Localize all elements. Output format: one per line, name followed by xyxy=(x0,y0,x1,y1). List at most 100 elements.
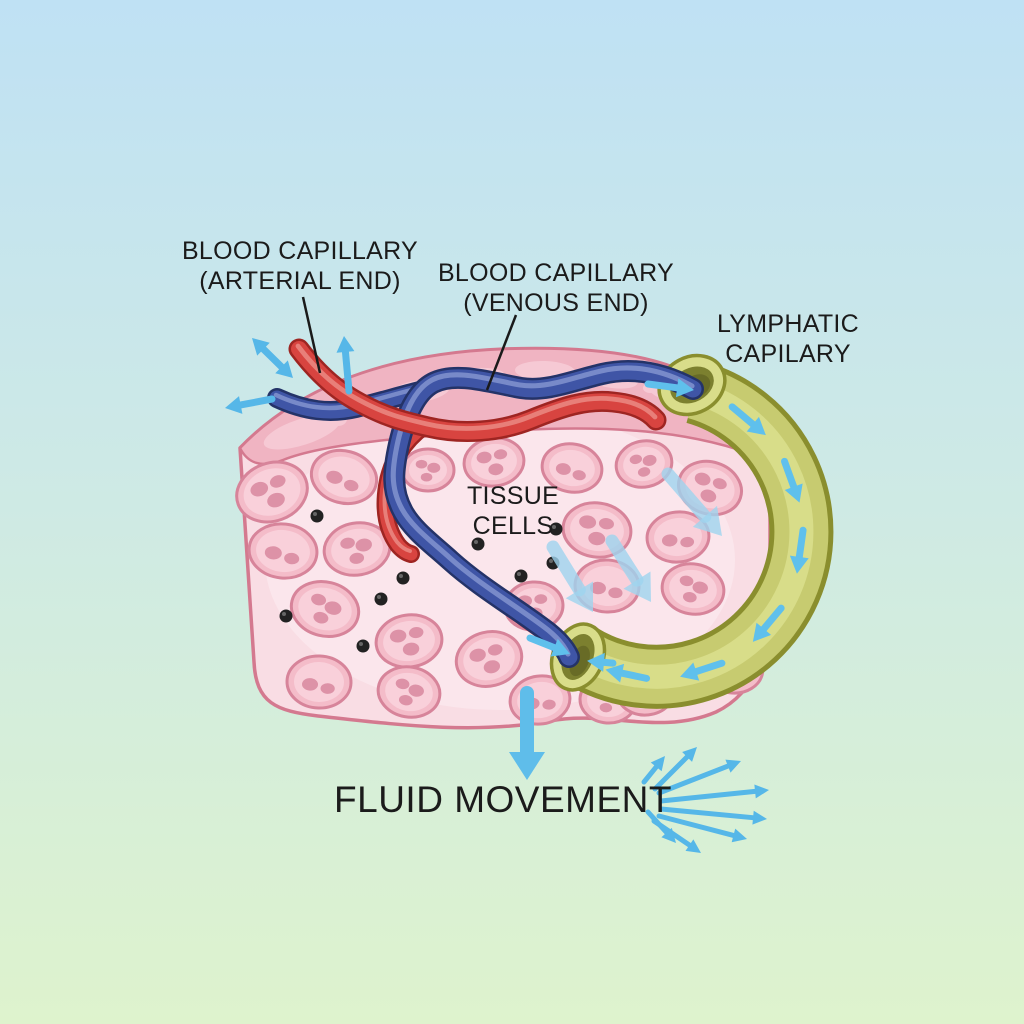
particle-dot xyxy=(310,509,324,523)
lymph-flow-arrows xyxy=(526,378,809,683)
tissue-fluid-arrow-head xyxy=(623,571,651,602)
cell-nucleus xyxy=(487,644,503,656)
fluid-burst-arrow xyxy=(658,788,758,804)
cell-nucleus xyxy=(355,538,372,552)
cell-nucleus xyxy=(588,531,606,546)
tissue-cell xyxy=(235,460,309,524)
label-line: LYMPHATIC xyxy=(716,310,860,338)
tissue-fluid-arrow xyxy=(546,540,586,597)
lymph-entry-arrow-head xyxy=(675,378,694,398)
cell-nucleus xyxy=(589,581,606,595)
cell-nucleus xyxy=(313,611,329,624)
particle-dot xyxy=(374,592,388,606)
particle-highlight xyxy=(282,612,286,616)
leader-lines xyxy=(301,296,518,391)
outflow-arrow-left xyxy=(237,395,276,409)
lymph-flow-arrow-head xyxy=(680,662,700,681)
lymph-flow-arrow xyxy=(760,604,785,633)
particle-highlight xyxy=(313,512,317,516)
particle-dot xyxy=(514,569,528,583)
fluid-burst-arrow xyxy=(656,813,736,838)
lymph-entry-arrow-head xyxy=(550,638,570,657)
cell-nucleus xyxy=(692,581,708,594)
tissue-cells-group xyxy=(235,436,765,726)
outflow-arrow-up-head xyxy=(336,336,355,353)
cell-nucleus xyxy=(534,594,548,604)
cell-nucleus xyxy=(320,683,335,694)
fluid-burst-arrow-head xyxy=(661,827,676,843)
label-blood-capillary-arterial: BLOOD CAPILLARY (ARTERIAL END) xyxy=(182,236,418,296)
cell-nucleus xyxy=(302,678,319,691)
fluid-burst-arrow-head xyxy=(685,839,701,853)
lymph-flow-arrow-head xyxy=(784,483,803,503)
lymph-entry-arrow xyxy=(644,380,681,392)
lymph-flow-arrow xyxy=(728,403,757,428)
label-line: BLOOD CAPILLARY xyxy=(437,259,675,287)
tissue-fluid-arrow-head xyxy=(692,505,722,536)
tissue-fluid-arrow-head xyxy=(565,581,593,612)
tissue-cell xyxy=(289,580,361,638)
particle-highlight xyxy=(399,574,403,578)
surface-blob xyxy=(263,414,341,450)
tissue-fluid-arrows xyxy=(546,467,722,612)
lymph-flow-arrow-head xyxy=(789,555,809,574)
fluid-burst-arrow xyxy=(645,809,670,836)
label-line: CAPILARY xyxy=(725,340,851,368)
fluid-burst-arrow xyxy=(656,763,731,796)
fluid-burst-arrow-head xyxy=(682,747,697,762)
tissue-cell xyxy=(454,630,524,688)
cell-nucleus xyxy=(324,601,342,615)
cell-nucleus xyxy=(284,552,300,565)
label-line: BLOOD CAPILLARY xyxy=(181,237,419,265)
cell-nucleus xyxy=(408,627,424,639)
label-tissue-cells: TISSUE CELLS xyxy=(467,481,559,541)
cell-nucleus xyxy=(402,642,420,656)
cell-nucleus xyxy=(420,472,433,482)
outflow-arrow-diagonal-head xyxy=(252,338,270,356)
lymph-flow-arrow-head xyxy=(605,663,625,683)
fluid-burst-arrow xyxy=(658,806,756,821)
lymph-entry-arrow xyxy=(526,634,558,652)
particle-highlight xyxy=(549,559,553,563)
fluid-burst-arrows xyxy=(641,747,769,853)
fluid-burst-arrow-head xyxy=(725,759,741,773)
fluid-down-arrow-head xyxy=(509,752,545,780)
cell-nucleus xyxy=(415,459,428,469)
tissue-cell xyxy=(540,442,604,494)
label-line: CELLS xyxy=(472,512,554,540)
lymph-flow-arrow xyxy=(600,658,617,667)
particle-highlight xyxy=(474,540,478,544)
lymph-flow-arrow xyxy=(618,669,651,682)
leader-line-venous xyxy=(485,314,518,391)
particle-highlight xyxy=(377,595,381,599)
cell-nucleus xyxy=(427,462,441,473)
interstitial-particles xyxy=(279,509,563,653)
cell-nucleus xyxy=(311,593,327,606)
fluid-down-arrow xyxy=(509,686,545,780)
cell-nucleus xyxy=(599,702,613,713)
cell-nucleus xyxy=(469,648,486,662)
vein-main-highlight xyxy=(390,365,695,657)
outflow-arrow-up xyxy=(341,348,353,395)
cell-nucleus xyxy=(661,534,678,547)
cell-nucleus xyxy=(326,470,343,484)
leader-line-arterial xyxy=(301,296,322,374)
outflow-arrow-left-head xyxy=(225,396,243,414)
cell-nucleus xyxy=(608,587,623,599)
outflow-arrows xyxy=(225,336,355,414)
fluid-burst-arrow-head xyxy=(731,828,747,843)
fluid-burst-arrow xyxy=(652,754,690,792)
label-fluid-movement: FLUID MOVEMENT xyxy=(334,780,672,820)
cell-nucleus xyxy=(483,660,501,674)
tissue-cell xyxy=(309,448,379,506)
cell-nucleus xyxy=(579,515,597,529)
label-lymphatic-capillary: LYMPHATIC CAPILARY xyxy=(717,309,859,369)
lymph-flow-arrow xyxy=(780,457,798,491)
cell-nucleus xyxy=(572,470,586,481)
cell-nucleus xyxy=(343,479,359,492)
label-line: (ARTERIAL END) xyxy=(199,267,401,295)
cell-nucleus xyxy=(264,546,282,560)
fluid-burst-arrow-head xyxy=(754,784,769,799)
cell-nucleus xyxy=(476,451,492,464)
cell-nucleus xyxy=(395,678,410,690)
